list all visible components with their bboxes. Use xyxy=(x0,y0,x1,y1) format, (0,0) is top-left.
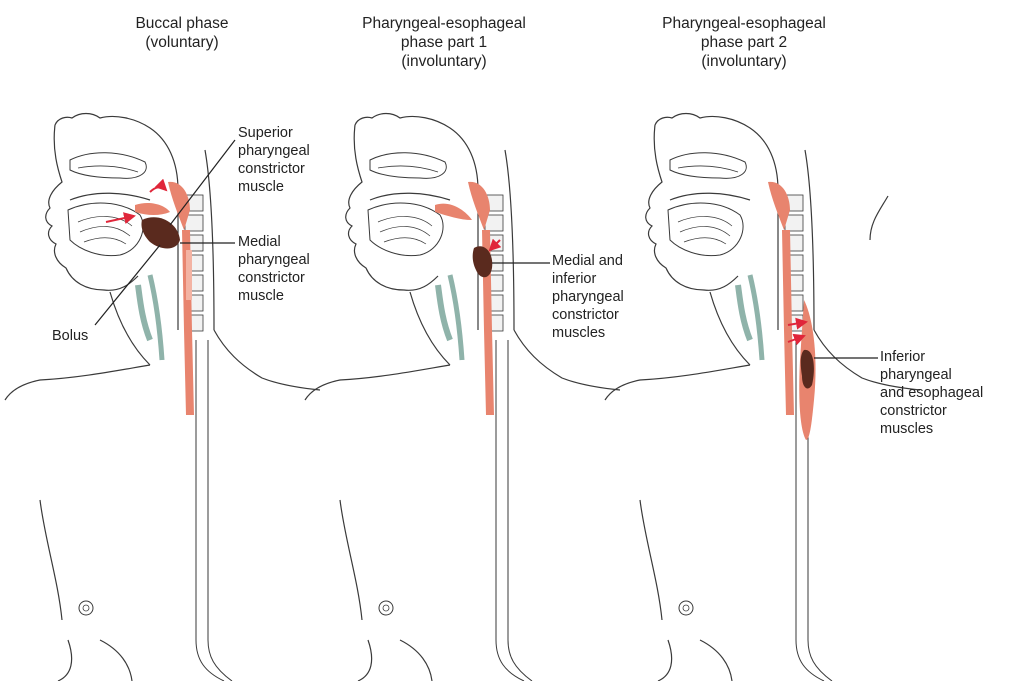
label-line: Superior xyxy=(238,124,310,142)
label-line: constrictor xyxy=(238,269,310,287)
label-line: constrictor xyxy=(552,306,624,324)
label-line: muscle xyxy=(238,287,310,305)
label-line: pharyngeal xyxy=(238,142,310,160)
label-line: Medial and xyxy=(552,252,624,270)
medial-inferior-constrictor-label: Medial and inferior pharyngeal constrict… xyxy=(552,252,624,342)
label-line: inferior xyxy=(552,270,624,288)
label-line: muscle xyxy=(238,178,310,196)
panel-3-drawing xyxy=(605,114,920,681)
label-line: Medial xyxy=(238,233,310,251)
panel-2-drawing xyxy=(305,114,620,681)
bolus-label: Bolus xyxy=(52,327,88,345)
inferior-esophageal-constrictor-label: Inferior pharyngeal and esophageal const… xyxy=(880,348,983,438)
panel-1-drawing xyxy=(5,114,320,681)
label-line: constrictor xyxy=(880,402,983,420)
superior-pharyngeal-constrictor-label: Superior pharyngeal constrictor muscle xyxy=(238,124,310,196)
label-line: Bolus xyxy=(52,327,88,345)
label-line: pharyngeal xyxy=(552,288,624,306)
label-line: muscles xyxy=(552,324,624,342)
medial-pharyngeal-constrictor-label: Medial pharyngeal constrictor muscle xyxy=(238,233,310,305)
label-line: Inferior xyxy=(880,348,983,366)
label-line: pharyngeal xyxy=(880,366,983,384)
label-line: muscles xyxy=(880,420,983,438)
label-line: and esophageal xyxy=(880,384,983,402)
label-line: pharyngeal xyxy=(238,251,310,269)
label-line: constrictor xyxy=(238,160,310,178)
